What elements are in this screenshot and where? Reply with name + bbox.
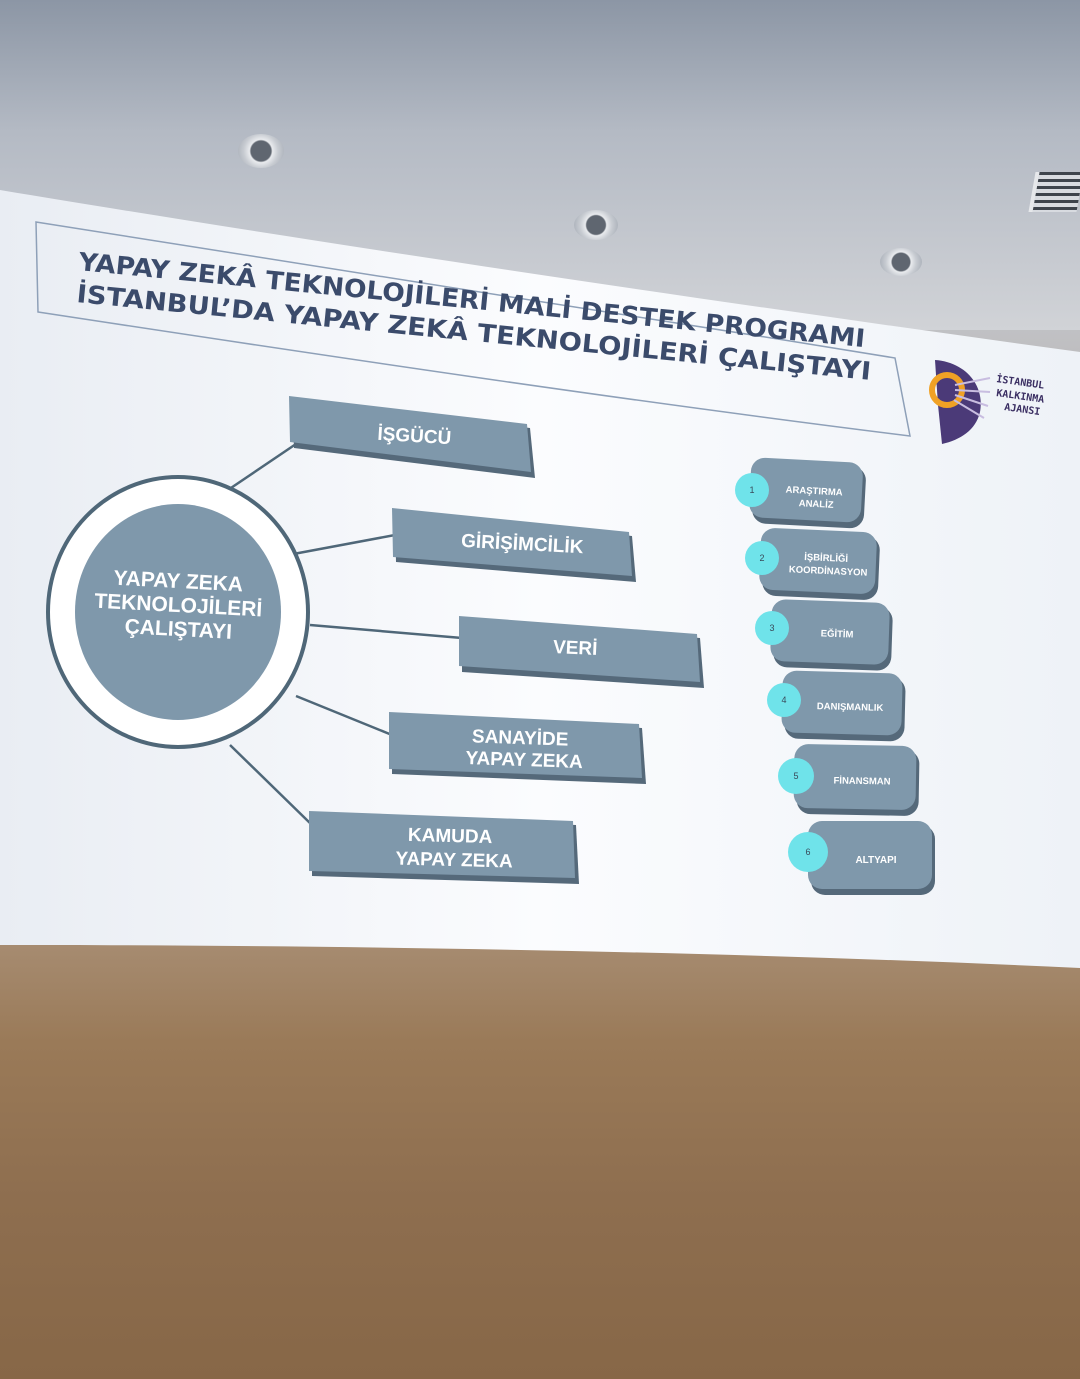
step-number: 3 [769,623,774,633]
step-number-badge [767,683,801,717]
branch-label: VERİ [553,637,598,660]
step-label-line: DANIŞMANLIK [817,701,884,714]
logo-text-line: AJANSI [1004,402,1041,418]
step-number-badge [788,832,828,872]
ceiling-spotlight [880,248,922,276]
branch-box-isgucu: İŞGÜCÜ [289,396,535,478]
step-item-3: 3 EĞİTİM [755,599,893,671]
branch-label: İŞGÜCÜ [377,424,452,449]
branch-box-girisimcilik: GİRİŞİMCİLİK [392,508,636,582]
step-label-line: KOORDİNASYON [789,564,868,578]
step-number-badge [745,541,779,575]
branch-box-kamuda: KAMUDA YAPAY ZEKA [309,811,579,884]
step-number-badge [755,611,789,645]
step-label-line: FİNANSMAN [833,776,890,788]
step-label-line: ALTYAPI [855,855,896,866]
step-number: 5 [793,771,798,781]
connector-line [309,623,463,640]
connector-line [229,744,313,826]
hub-circle [75,504,281,720]
connector-line [221,442,297,496]
step-label-line: ANALİZ [798,498,834,511]
logo-rays [953,377,991,419]
hub: YAPAY ZEKA TEKNOLOJİLERİ ÇALIŞTAYI [46,475,310,749]
step-number: 4 [781,695,786,705]
step-item-5: 5 FİNANSMAN [778,744,920,816]
step-label-line: İŞBİRLİĞİ [804,551,848,565]
branch-label-line: YAPAY ZEKA [465,748,583,773]
step-label-line: EĞİTİM [821,627,854,640]
ceiling-spotlight [574,210,618,240]
connector-line [295,694,393,737]
step-item-6: 6 ALTYAPI [788,821,935,895]
step-number-badge [778,758,814,794]
hub-label-line: ÇALIŞTAYI [124,615,232,644]
step-item-4: 4 DANIŞMANLIK [767,670,906,742]
step-item-1: 1 ARAŞTIRMA ANALİZ [735,457,866,529]
step-number: 2 [759,553,764,563]
step-item-2: 2 İŞBİRLİĞİ KOORDİNASYON [745,528,880,600]
branch-label-line: SANAYİDE [472,726,569,750]
branch-label-line: KAMUDA [408,825,493,848]
step-number-badge [735,473,769,507]
step-number: 6 [805,847,810,857]
wall [0,930,1080,1379]
branch-label-line: YAPAY ZEKA [395,848,513,872]
ceiling-spotlight [238,134,284,168]
branch-box-sanayide: SANAYİDE YAPAY ZEKA [389,712,646,784]
connector-lines [221,442,463,826]
connector-line [287,533,396,557]
step-label-line: ARAŞTIRMA [785,485,843,499]
branch-box-veri: VERİ [459,616,704,688]
step-number: 1 [749,485,754,495]
